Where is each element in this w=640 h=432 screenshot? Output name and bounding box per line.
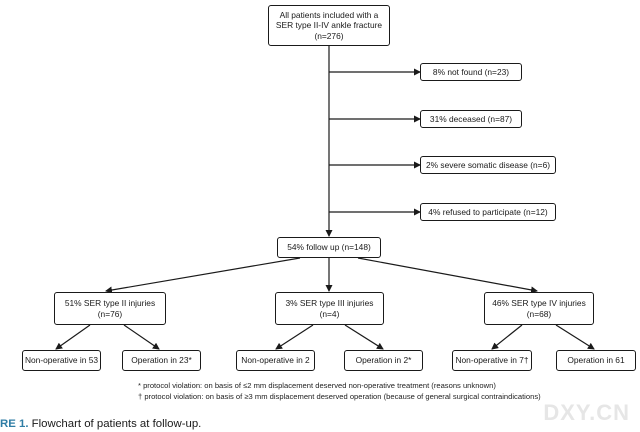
type-ii-non-operative-box: Non-operative in 53 bbox=[22, 350, 101, 371]
not-found-label: 8% not found (n=23) bbox=[432, 66, 510, 77]
not-found-box: 8% not found (n=23) bbox=[420, 63, 522, 81]
deceased-label: 31% deceased (n=87) bbox=[429, 113, 513, 124]
follow-up-label: 54% follow up (n=148) bbox=[287, 242, 371, 253]
watermark: DXY.CN bbox=[543, 400, 630, 425]
arrow-type-iii-op bbox=[344, 324, 384, 350]
all-patients-line-1: All patients included with a bbox=[279, 9, 379, 20]
type-iv-operation-label: Operation in 61 bbox=[567, 355, 625, 366]
type-iii-non-operative-box: Non-operative in 2 bbox=[236, 350, 315, 371]
ser-type-ii-box: 51% SER type II injuries (n=76) bbox=[54, 292, 166, 325]
follow-up-box: 54% follow up (n=148) bbox=[277, 237, 381, 258]
all-patients-line-3: (n=276) bbox=[314, 30, 344, 41]
arrow-type-ii-op bbox=[123, 324, 160, 350]
ser-type-iv-box: 46% SER type IV injuries (n=68) bbox=[484, 292, 594, 325]
ser-type-ii-line-2: (n=76) bbox=[97, 308, 123, 319]
ser-type-ii-line-1: 51% SER type II injuries bbox=[64, 298, 156, 308]
type-iii-operation-label: Operation in 2* bbox=[355, 355, 412, 366]
deceased-box: 31% deceased (n=87) bbox=[420, 110, 522, 128]
refused-box: 4% refused to participate (n=12) bbox=[420, 203, 556, 221]
arrow-type-iii-nonop bbox=[275, 324, 314, 350]
figure-caption: RE 1. Flowchart of patients at follow-up… bbox=[0, 418, 201, 430]
ser-type-iii-box: 3% SER type III injuries (n=4) bbox=[275, 292, 384, 325]
ser-type-iv-line-2: (n=68) bbox=[526, 308, 552, 319]
type-iii-operation-box: Operation in 2* bbox=[344, 350, 423, 371]
severe-somatic-disease-box: 2% severe somatic disease (n=6) bbox=[420, 156, 556, 174]
ser-type-iv-line-1: 46% SER type IV injuries bbox=[492, 298, 586, 308]
arrow-type-ii-nonop bbox=[55, 324, 91, 350]
arrow-to-type-iv bbox=[357, 257, 538, 294]
footnote-protocol-violation-1: * protocol violation: on basis of ≤2 mm … bbox=[138, 381, 496, 390]
type-iv-non-operative-box: Non-operative in 7† bbox=[452, 350, 532, 371]
all-patients-box: All patients included with a SER type II… bbox=[268, 5, 390, 46]
severe-somatic-disease-label: 2% severe somatic disease (n=6) bbox=[425, 159, 551, 170]
arrow-type-iv-nonop bbox=[491, 324, 523, 350]
type-iv-non-operative-label: Non-operative in 7† bbox=[455, 355, 529, 366]
ser-type-iii-line-2: (n=4) bbox=[319, 308, 340, 319]
type-ii-operation-label: Operation in 23* bbox=[131, 355, 192, 366]
type-iv-operation-box: Operation in 61 bbox=[556, 350, 636, 371]
figure-caption-text: Flowchart of patients at follow-up. bbox=[31, 418, 202, 430]
figure-caption-label: RE 1. bbox=[0, 418, 29, 430]
type-ii-operation-box: Operation in 23* bbox=[122, 350, 201, 371]
all-patients-line-2: SER type II-IV ankle fracture bbox=[275, 20, 383, 31]
arrow-type-iv-op bbox=[555, 324, 595, 350]
refused-label: 4% refused to participate (n=12) bbox=[428, 206, 548, 217]
type-ii-non-operative-label: Non-operative in 53 bbox=[24, 355, 99, 366]
arrow-to-type-ii bbox=[105, 257, 301, 294]
ser-type-iii-line-1: 3% SER type III injuries bbox=[285, 298, 374, 308]
footnote-protocol-violation-2: † protocol violation: on basis of ≥3 mm … bbox=[138, 392, 541, 401]
type-iii-non-operative-label: Non-operative in 2 bbox=[241, 355, 310, 366]
